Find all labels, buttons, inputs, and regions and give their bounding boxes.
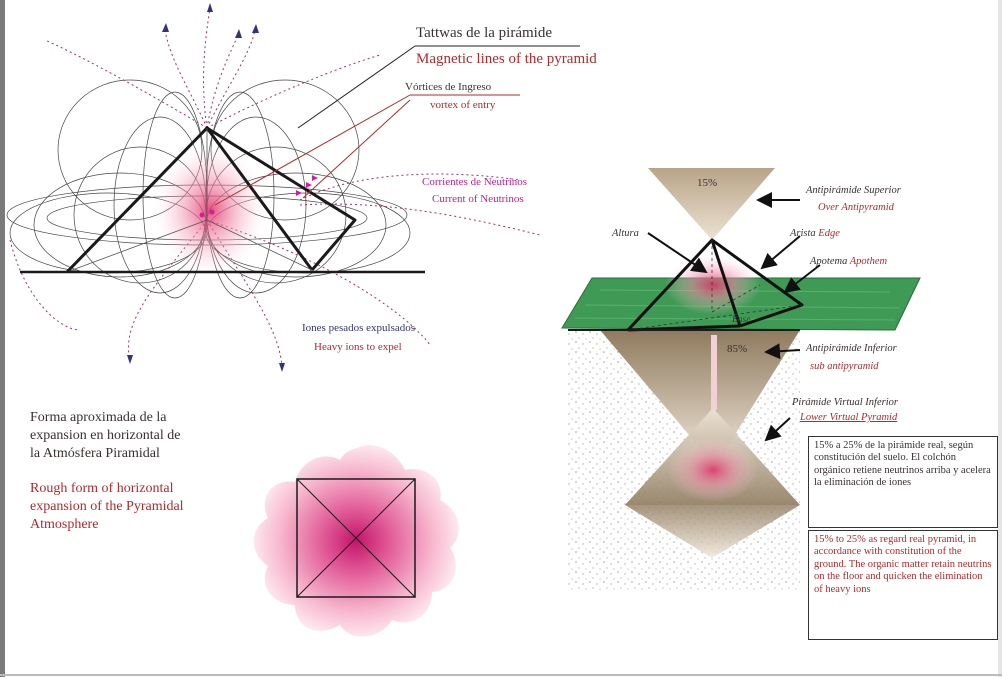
label-sub-antipyramid: sub antipyramid [810,361,879,372]
lower-antipyramid-tip [625,505,800,558]
label-altura: Altura [612,228,639,239]
label-vortices-en: vortex of entry [430,99,496,111]
expansion-flower [253,445,459,637]
expansion-text-es-2: expansion en horizontal de [30,428,181,443]
expansion-text-es-1: Forma aproximada de la [30,410,167,425]
expansion-text-en-2: expansion of the Pyramidal [30,499,184,514]
label-neutrinos-es: Corrientes de Neutrinos [422,176,528,188]
label-apotema: Apotema Apothem [810,256,887,267]
label-iones-es: Iones pesados expulsados [302,322,416,334]
label-edge: Edge [818,228,840,239]
label-apothem: Apothem [849,256,888,267]
label-percent-15: 15% [697,177,718,189]
label-apotema-es: Apotema [810,256,848,267]
expansion-text-en-3: Atmosphere [30,517,99,532]
label-antipiramide-inferior: Antipirámide Inferior [806,343,897,354]
pyramid-glow-upper [665,255,761,315]
label-piramide-virtual: Pirámide Virtual Inferior [792,397,898,408]
label-arista-es: Arista [790,228,816,239]
flux-arrowheads [127,3,285,372]
label-iones-en: Heavy ions to expel [314,341,402,353]
pyramid-energy-glow [155,145,265,275]
info-box-english: 15% to 25% as regard real pyramid, in ac… [808,530,998,640]
left-pyramid [65,126,357,274]
left-border [0,0,5,677]
pyramid-glow-lower [668,438,758,502]
sub-antipyramid [600,330,800,462]
neutrino-entry-markers [199,175,318,218]
label-base: Base [732,315,751,325]
label-vortices-es: Vórtices de Ingreso [405,81,492,93]
right-arrows [647,192,821,442]
label-over-antipyramid: Over Antipyramid [818,202,894,213]
expansion-text-es-3: la Atmósfera Piramidal [30,446,160,461]
label-antipiramide-superior: Antipirámide Superior [806,185,901,196]
expansion-text-en-1: Rough form of horizontal [30,481,174,496]
info-box-spanish: 15% a 25% de la pirámide real, según con… [808,436,998,528]
label-magnetic-lines: Magnetic lines of the pyramid [416,51,597,67]
label-tattwas: Tattwas de la pirámide [416,25,552,41]
label-neutrinos-en: Current of Neutrinos [432,193,524,205]
label-arista: Arista Edge [790,228,840,239]
over-antipyramid [648,168,775,240]
label-lower-virtual-pyramid: Lower Virtual Pyramid [800,412,898,423]
right-border [998,0,1002,677]
left-pointer-lines [214,45,580,206]
right-pyramid-guides [627,240,803,331]
label-percent-85: 85% [727,343,748,355]
